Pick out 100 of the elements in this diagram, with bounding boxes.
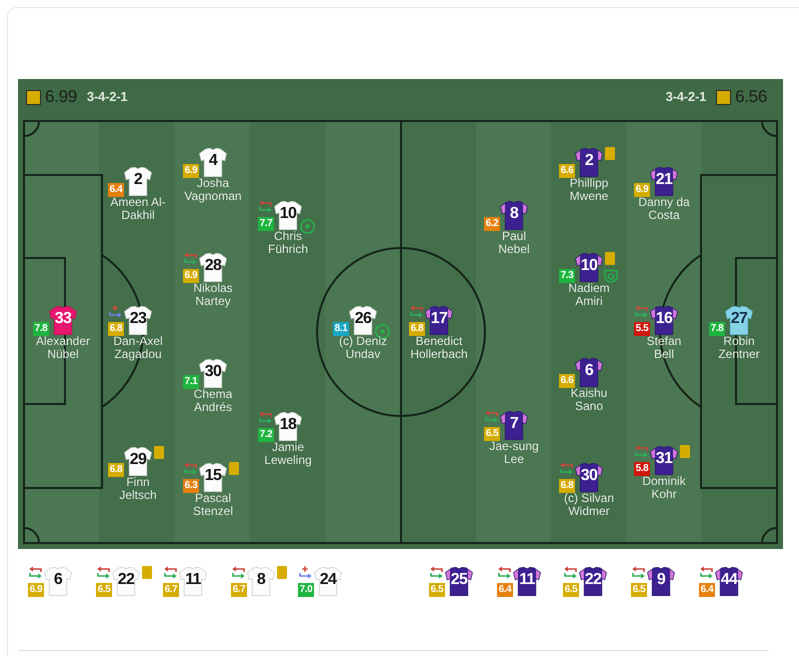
- rating-badge: 5.8: [634, 462, 650, 476]
- jersey: [500, 201, 528, 230]
- player-name: Pascal Stenzel: [192, 492, 234, 518]
- jersey-number: 6: [54, 570, 62, 589]
- jersey-number: 33: [54, 309, 72, 328]
- rating-badge: 6.7: [231, 583, 247, 597]
- jersey: [445, 567, 473, 596]
- rating-badge: 6.4: [497, 583, 513, 597]
- jersey: [49, 306, 77, 335]
- rating-badge: 6.7: [163, 583, 179, 597]
- player-name: Ameen Al-Dakhil: [109, 196, 167, 222]
- jersey-number: 21: [656, 170, 672, 189]
- jersey-number: 30: [580, 466, 598, 485]
- jersey-number: 23: [130, 309, 146, 328]
- jersey-number: 27: [730, 309, 748, 328]
- rating-badge: 6.2: [484, 217, 500, 231]
- jersey-number: 18: [280, 415, 296, 434]
- player-name: (c) Deniz Undav: [338, 335, 388, 361]
- rating-badge: 6.5: [631, 583, 647, 597]
- jersey: [647, 567, 675, 596]
- rating-badge: 7.7: [258, 217, 274, 231]
- rating-badge: 7.2: [258, 428, 274, 442]
- rating-badge: 6.4: [699, 583, 715, 597]
- rating-badge: 7.0: [298, 583, 314, 597]
- jersey: [199, 359, 227, 388]
- jersey-number: 25: [450, 570, 468, 589]
- jersey: [179, 567, 207, 596]
- formation: 3-4-2-1: [666, 89, 706, 105]
- rating-badge: 7.1: [183, 375, 199, 389]
- formation: 3-4-2-1: [86, 89, 128, 105]
- jersey-number: 7: [510, 414, 518, 433]
- jersey-number: 17: [430, 309, 448, 328]
- jersey: [425, 306, 453, 335]
- player-name: Benedict Hollerbach: [409, 335, 469, 361]
- jersey: [575, 463, 603, 492]
- jersey: [199, 463, 227, 492]
- jersey: [274, 412, 302, 441]
- player-name: Nadiem Amiri: [567, 282, 611, 308]
- jersey-number: 2: [584, 151, 594, 170]
- jersey-number: 8: [510, 204, 518, 223]
- jersey: [650, 167, 678, 196]
- jersey-number: 26: [354, 309, 372, 328]
- jersey: [112, 567, 140, 596]
- jersey: [44, 567, 72, 596]
- jersey: [124, 447, 152, 476]
- jersey: [199, 148, 227, 177]
- player-name: Stefan Bell: [646, 335, 682, 361]
- rating-badge: 6.8: [559, 479, 575, 493]
- rating-badge: 7.3: [559, 269, 575, 283]
- jersey: [500, 411, 528, 440]
- jersey: [579, 567, 607, 596]
- jersey: [199, 253, 227, 282]
- rating-badge: 6.3: [183, 479, 199, 493]
- jersey-number: 29: [130, 450, 146, 469]
- rating-badge: 6.6: [559, 374, 575, 388]
- jersey: [650, 446, 678, 475]
- jersey-number: 31: [656, 449, 672, 468]
- jersey: [513, 567, 541, 596]
- rating-badge: 7.8: [709, 322, 725, 336]
- player-name: Josha Vagnoman: [183, 177, 243, 203]
- player-name: Phillipp Mwene: [568, 177, 610, 203]
- jersey-number: 22: [118, 570, 134, 589]
- jersey-number: 28: [204, 256, 222, 275]
- rating-badge: 6.4: [108, 183, 124, 197]
- jersey: [650, 306, 678, 335]
- jersey-number: 44: [720, 570, 738, 589]
- rating-badge: 6.5: [96, 583, 112, 597]
- player-name: Paul Nebel: [497, 230, 531, 256]
- player-name: Dan-Axel Zagadou: [112, 335, 164, 361]
- player-name: (c) Silvan Widmer: [562, 492, 615, 518]
- jersey: [274, 201, 302, 230]
- jersey: [247, 567, 275, 596]
- player-name: Chris Führich: [266, 230, 309, 256]
- rating-badge: 6.5: [429, 583, 445, 597]
- player-name: Dominik Kohr: [641, 475, 687, 501]
- rating-badge: 6.8: [108, 322, 124, 336]
- jersey: [124, 167, 152, 196]
- jersey-number: 10: [580, 256, 598, 275]
- jersey: [715, 567, 743, 596]
- jersey: [314, 567, 342, 596]
- jersey-number: 11: [185, 570, 201, 589]
- jersey-number: 8: [256, 570, 266, 589]
- rating-badge: 6.8: [108, 463, 124, 477]
- player-name: Jamie Leweling: [263, 441, 313, 467]
- jersey-number: 16: [656, 309, 672, 328]
- rating-badge: 7.8: [33, 322, 49, 336]
- jersey: [349, 306, 377, 335]
- player-name: Robin Zentner: [717, 335, 761, 361]
- jersey-number: 22: [584, 570, 602, 589]
- jersey: [575, 253, 603, 282]
- rating-badge: 6.9: [183, 164, 199, 178]
- rating-badge: 6.6: [559, 164, 575, 178]
- jersey: [725, 306, 753, 335]
- jersey-number: 6: [584, 361, 594, 380]
- player-name: Alexander Nübel: [34, 335, 92, 361]
- jersey-number: 9: [656, 570, 666, 589]
- jersey: [124, 306, 152, 335]
- player-name: Nikolas Nartey: [192, 282, 234, 308]
- rating-badge: 6.5: [484, 427, 500, 441]
- jersey-number: 15: [204, 466, 222, 485]
